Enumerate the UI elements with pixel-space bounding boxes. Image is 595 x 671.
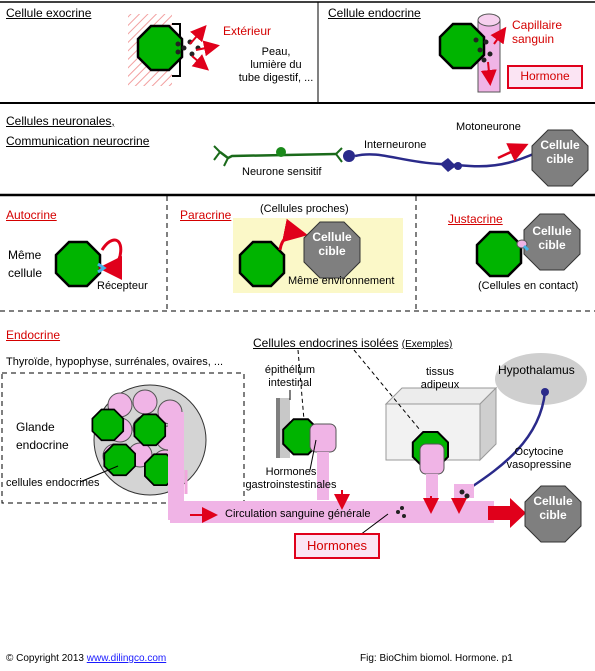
sensory-neuron-label: Neurone sensitif xyxy=(242,166,322,178)
isolated-cells-text: Cellules endocrines isolées xyxy=(253,336,399,350)
exocrine-example-3: tube digestif, ... xyxy=(238,72,314,85)
gland-label: Glande endocrine xyxy=(16,418,69,454)
paracrine-target-cell: Cellule cible xyxy=(304,230,360,259)
near-cells-label: (Cellules proches) xyxy=(260,203,349,215)
exocrine-cell xyxy=(128,14,220,86)
epithelium-label: épithélium intestinal xyxy=(250,364,330,390)
hormone-box-top: Hormone xyxy=(507,65,583,89)
target-line-2: cible xyxy=(546,152,574,167)
exocrine-title: Cellule exocrine xyxy=(6,6,92,20)
neuronal-title-1: Cellules neuronales, xyxy=(6,114,115,128)
gland-line-1: Glande xyxy=(16,420,55,434)
isolated-cells-title: Cellules endocrines isolées (Exemples) xyxy=(253,336,452,351)
gi-hormones-label: Hormones gastroinstestinales xyxy=(236,466,346,492)
gi-hormones-line-1: Hormones xyxy=(265,466,317,478)
juxtacrine-scene xyxy=(475,213,581,278)
autocrine-cell xyxy=(54,238,123,288)
endocrine-system xyxy=(1,349,587,543)
exocrine-examples: Peau, lumière du tube digestif, ... xyxy=(236,46,316,86)
endocrine-cells-label: cellules endocrines xyxy=(6,477,100,489)
interneuron-label: Interneurone xyxy=(364,139,427,151)
capillary-label: Capillaire sanguin xyxy=(512,18,562,47)
same-cell-line-1: Même xyxy=(8,248,42,262)
endocrine-target-cell: Cellule cible xyxy=(525,494,581,523)
figure-caption: Fig: BioChim biomol. Hormone. p1 xyxy=(360,653,513,664)
tissue-line-1: tissus xyxy=(425,366,455,378)
paracrine-target-line-1: Cellule xyxy=(312,230,352,244)
glands-list: Thyroïde, hypophyse, surrénales, ovaires… xyxy=(6,356,224,368)
target-line-1: Cellule xyxy=(540,138,580,152)
juxtacrine-target-cell: Cellule cible xyxy=(524,224,580,253)
neuronal-title-2: Communication neurocrine xyxy=(6,134,150,148)
circulation-label: Circulation sanguine générale xyxy=(225,508,371,520)
endocrine-cell-top xyxy=(438,13,507,93)
endocrine-cell-title: Cellule endocrine xyxy=(328,6,421,20)
copyright-link[interactable]: www.dilingco.com xyxy=(86,653,167,664)
juxtacrine-target-line-1: Cellule xyxy=(532,224,572,238)
ocytocin-line-2: vasopressine xyxy=(506,459,572,472)
receptor-label: Récepteur xyxy=(97,280,148,292)
epithelium-line-1: épithélium xyxy=(264,364,316,376)
juxtacrine-title: Justacrine xyxy=(448,212,503,226)
copyright-text: © Copyright 2013 xyxy=(6,653,84,664)
ocytocin-line-1: Ocytocine xyxy=(514,446,564,458)
exterior-label: Extérieur xyxy=(223,24,272,38)
contact-label: (Cellules en contact) xyxy=(478,280,579,292)
neuron-chain xyxy=(213,129,589,187)
section-dividers xyxy=(0,1,595,312)
hormones-box: Hormones xyxy=(294,533,380,559)
gland-line-2: endocrine xyxy=(16,438,69,452)
endocrine-target-line-2: cible xyxy=(539,508,567,523)
autocrine-title: Autocrine xyxy=(6,208,57,222)
motoneuron-label: Motoneurone xyxy=(456,121,521,133)
endocrine-target-line-1: Cellule xyxy=(533,494,573,508)
same-environment-label: Même environnement xyxy=(288,275,395,287)
ocytocin-label: Ocytocine vasopressine xyxy=(484,446,594,472)
juxtacrine-target-line-2: cible xyxy=(538,238,566,253)
endocrine-title: Endocrine xyxy=(6,328,61,342)
paracrine-scene xyxy=(233,218,403,293)
footer-copyright: © Copyright 2013 www.dilingco.com xyxy=(6,653,166,665)
same-cell-line-2: cellule xyxy=(8,266,43,280)
capillary-line-1: Capillaire xyxy=(512,18,563,32)
examples-text: (Exemples) xyxy=(401,339,453,350)
exocrine-example-1: Peau, xyxy=(261,46,291,58)
gi-hormones-line-2: gastroinstestinales xyxy=(245,479,337,492)
tissue-line-2: adipeux xyxy=(420,379,460,392)
paracrine-title: Paracrine xyxy=(180,208,232,222)
neuron-target-cell: Cellule cible xyxy=(532,138,588,167)
capillary-line-2: sanguin xyxy=(512,32,555,47)
tissue-label: tissus adipeux xyxy=(400,366,480,392)
paracrine-target-line-2: cible xyxy=(318,244,346,259)
hypothalamus-label: Hypothalamus xyxy=(498,363,575,377)
exocrine-example-2: lumière du xyxy=(250,59,302,72)
same-cell-label: Même cellule xyxy=(8,246,42,282)
epithelium-line-2: intestinal xyxy=(268,377,312,390)
